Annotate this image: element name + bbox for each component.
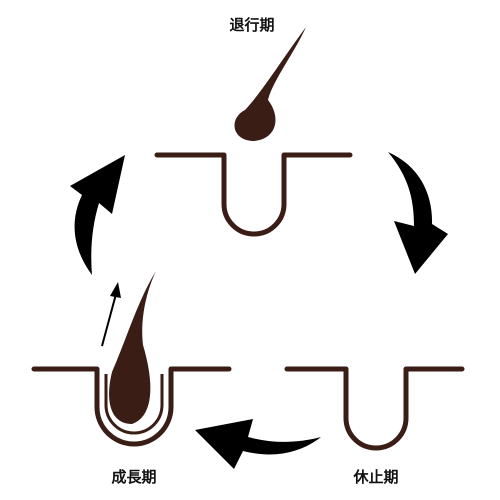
growth-arrow-head — [110, 282, 121, 298]
cycle-arrow-anagen-to-catagen — [70, 155, 125, 275]
telogen-follicle — [284, 366, 465, 451]
catagen-hair — [234, 27, 306, 141]
catagen-stage: 退行期 — [154, 16, 353, 237]
anagen-follicle-sheath — [104, 374, 164, 435]
telogen-stage: 休止期 — [284, 366, 465, 486]
anagen-follicle — [31, 366, 232, 447]
catagen-follicle — [154, 152, 353, 237]
catagen-label: 退行期 — [229, 16, 274, 34]
telogen-label: 休止期 — [352, 468, 398, 486]
anagen-label: 成長期 — [111, 468, 156, 486]
anagen-hair — [109, 271, 156, 424]
anagen-stage: 成長期 — [31, 271, 232, 486]
growth-arrow-shaft — [101, 293, 117, 347]
cycle-arrow-catagen-to-telogen — [388, 152, 448, 274]
cycle-arrow-telogen-to-anagen — [195, 419, 321, 469]
